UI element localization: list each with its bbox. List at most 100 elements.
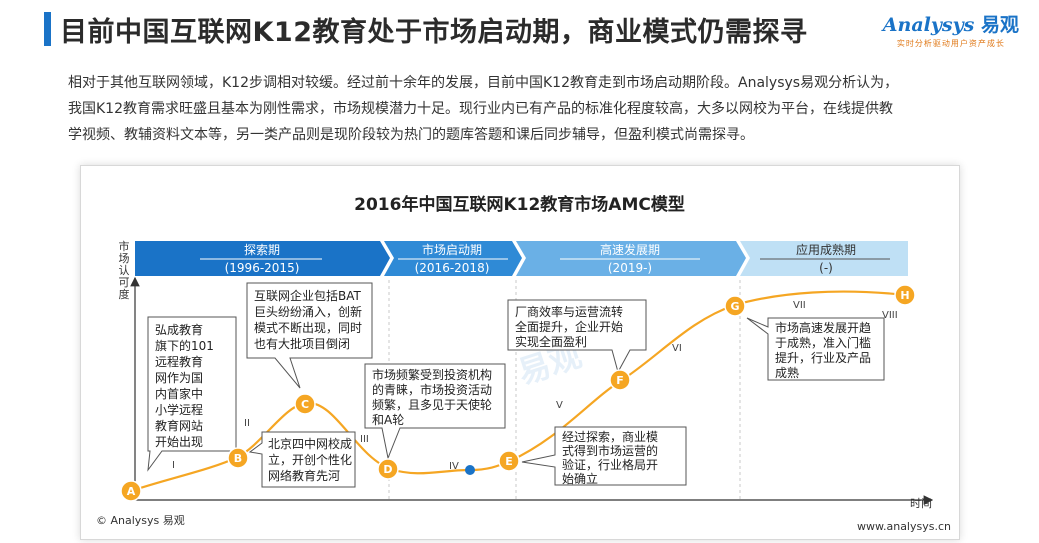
stage-roman-numeral: IV <box>449 461 459 472</box>
marker-g: G <box>724 295 746 317</box>
y-axis-label-char: 度 <box>119 287 130 301</box>
callout-a-line: 旗下的101 <box>155 338 214 353</box>
footer-copyright: © Analysys 易观 <box>96 514 185 527</box>
callout-e-line: 始确立 <box>562 471 598 486</box>
intro-line: 我国K12教育需求旺盛且基本为刚性需求，市场规模潜力十足。现行业内已有产品的标准… <box>68 101 893 117</box>
callout-c-line: 模式不断出现，同时 <box>254 320 362 335</box>
callout-d-line: 市场频繁受到投资机构 <box>372 367 492 382</box>
callout-a-line: 弘成教育 <box>155 322 203 337</box>
callout-g: 市场高速发展开趋 于成熟，准入门槛 提升，行业及产品 成熟 <box>746 317 885 381</box>
callout-b-line: 北京四中网校成 <box>268 436 352 451</box>
callout-g-line: 成熟 <box>775 365 799 380</box>
callout-c: 互联网企业包括BAT 巨头纷纷涌入，创新 模式不断出现，同时 也有大批项目倒闭 <box>246 282 373 389</box>
callout-c-line: 巨头纷纷涌入，创新 <box>254 304 362 319</box>
marker-f-label: F <box>616 374 624 387</box>
callout-g-line: 于成熟，准入门槛 <box>775 335 871 350</box>
stage-roman-numeral: VII <box>793 300 806 311</box>
marker-g-circle <box>724 295 746 317</box>
marker-a-circle <box>120 480 142 502</box>
page-title: 目前中国互联网K12教育处于市场启动期，商业模式仍需探寻 <box>60 17 808 48</box>
logo-initial: A <box>882 14 898 36</box>
marker-a: A <box>120 480 142 502</box>
callout-a: 弘成教育 旗下的101 远程教育 网作为国 内首家中 小学远程 教育网站 开始出… <box>147 316 237 472</box>
footer-url[interactable]: www.analysys.cn <box>857 520 951 533</box>
callout-a-line: 开始出现 <box>155 435 203 449</box>
marker-a-label: A <box>127 485 136 498</box>
marker-d: D <box>377 458 399 480</box>
marker-h-circle <box>894 284 916 306</box>
callout-g-line: 市场高速发展开趋 <box>775 320 871 335</box>
stage-name: 高速发展期 <box>600 242 660 257</box>
callout-c-line: 也有大批项目倒闭 <box>254 336 350 351</box>
y-axis-label-char: 场 <box>119 251 130 265</box>
callout-b: 北京四中网校成 立，开创个性化 网络教育先河 <box>248 431 356 488</box>
logo-tagline: 实时分析驱动用户资产成长 <box>896 39 1005 48</box>
marker-b: B <box>227 447 249 469</box>
marker-c-circle <box>294 393 316 415</box>
y-axis-label: 市 场 认 可 度 <box>119 239 130 301</box>
diagram-title: 2016年中国互联网K12教育市场AMC模型 <box>354 195 685 215</box>
callout-a-line: 教育网站 <box>155 418 203 433</box>
intro-line: 学视频、教辅资料文本等，另一类产品则是现阶段较为热门的题库答题和课后同步辅导，但… <box>68 127 754 143</box>
marker-h-label: H <box>900 289 909 302</box>
callout-b-box <box>248 431 356 488</box>
callout-g-line: 提升，行业及产品 <box>775 350 871 365</box>
callout-b-line: 立，开创个性化 <box>268 452 352 467</box>
callout-f: 厂商效率与运营流转 全面提升，企业开始 实现全面盈利 <box>507 299 647 374</box>
callout-d-box <box>364 363 506 460</box>
callout-d: 市场频繁受到投资机构 的青睐，市场投资活动 频繁，且多见于天使轮 和A轮 <box>364 363 506 460</box>
marker-g-label: G <box>730 300 739 313</box>
y-axis-label-char: 认 <box>119 264 130 277</box>
intro-paragraph: 相对于其他互联网领域，K12步调相对较缓。经过前十余年的发展，目前中国K12教育… <box>68 70 998 148</box>
marker-e-circle <box>498 450 520 472</box>
callout-e-line: 经过探索，商业模 <box>562 429 658 444</box>
callout-d-line: 和A轮 <box>372 413 404 427</box>
callout-f-line: 厂商效率与运营流转 <box>515 304 623 319</box>
stage-name: 市场启动期 <box>422 242 482 257</box>
marker-d-circle <box>377 458 399 480</box>
callout-c-box <box>246 282 373 389</box>
callout-a-box <box>147 316 237 472</box>
callout-d-line: 频繁，且多见于天使轮 <box>372 397 492 412</box>
callout-e-line: 验证，行业格局开 <box>562 457 658 472</box>
x-axis-label: 时间 <box>910 497 932 510</box>
stage-period: (2016-2018) <box>415 261 490 275</box>
stage-roman-numeral: II <box>244 418 250 429</box>
stage-period: (1996-2015) <box>225 261 300 275</box>
stage-roman-numeral: I <box>172 460 175 471</box>
brand-logo: Analysys 易观 实时分析驱动用户资产成长 <box>883 10 1019 49</box>
stage-period: (-) <box>819 261 833 275</box>
callout-f-line: 实现全面盈利 <box>515 334 587 349</box>
callout-c-line: 互联网企业包括BAT <box>254 288 362 303</box>
callout-a-line: 小学远程 <box>155 402 203 417</box>
stage-banner: 探索期 (1996-2015) 市场启动期 (2016-2018) 高速发展期 … <box>135 241 908 276</box>
callout-a-line: 内首家中 <box>155 386 203 401</box>
y-axis-label-char: 市 <box>119 239 130 253</box>
callout-f-box <box>507 299 647 374</box>
marker-c: C <box>294 393 316 415</box>
stage-roman-numeral: V <box>556 400 563 411</box>
title-accent-bar <box>44 12 51 46</box>
stage-period: (2019-) <box>608 261 652 275</box>
marker-h: H <box>894 284 916 306</box>
marker-f-circle <box>609 369 631 391</box>
marker-b-circle <box>227 447 249 469</box>
callout-e: 经过探索，商业模 式得到市场运营的 验证，行业格局开 始确立 <box>521 426 687 486</box>
marker-e-label: E <box>505 455 513 468</box>
logo-zh: 易观 <box>980 14 1019 36</box>
callout-a-line: 网作为国 <box>155 371 203 385</box>
marker-b-label: B <box>234 452 242 465</box>
marker-e: E <box>498 450 520 472</box>
callout-a-line: 远程教育 <box>155 354 203 369</box>
marker-f: F <box>609 369 631 391</box>
current-position-marker <box>465 465 475 475</box>
callout-g-box <box>746 317 885 381</box>
callout-e-line: 式得到市场运营的 <box>562 443 658 458</box>
y-axis-label-char: 可 <box>119 276 130 289</box>
stage-name: 应用成熟期 <box>796 242 856 257</box>
intro-line: 相对于其他互联网领域，K12步调相对较缓。经过前十余年的发展，目前中国K12教育… <box>68 75 899 91</box>
stage-roman-numeral: VIII <box>882 310 898 321</box>
callout-d-line: 的青睐，市场投资活动 <box>372 382 492 397</box>
marker-d-label: D <box>383 463 392 476</box>
